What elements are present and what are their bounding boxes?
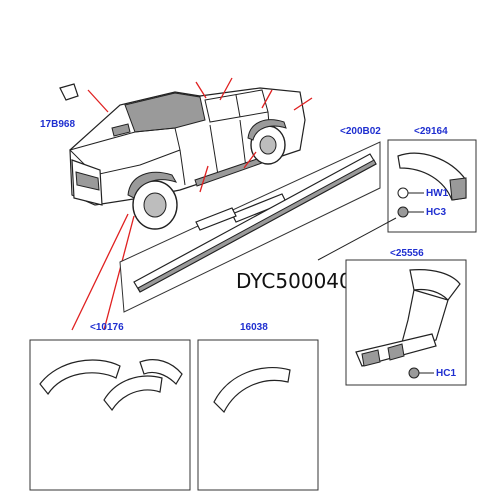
vehicle-illustration	[59, 83, 306, 230]
moulding-panel: <200B02	[119, 126, 381, 313]
connector-line	[317, 217, 397, 261]
callout-hc1: HC1	[436, 368, 456, 379]
callout-arch-rear-top: <29164	[414, 126, 448, 137]
front-arch-panel: <10176	[29, 322, 191, 491]
front-wheel	[127, 171, 178, 230]
hw1-fastener	[397, 187, 424, 199]
arch-bracket-panel: <25556 HC1	[345, 248, 467, 386]
hc3-fastener	[397, 206, 424, 218]
hc1-fastener	[408, 367, 434, 379]
leader-lines	[71, 77, 313, 331]
callout-top-left: 17B968	[40, 119, 75, 130]
bracket-strip	[355, 333, 437, 367]
callout-arch-rear-large: <25556	[390, 248, 424, 259]
callout-hc3: HC3	[426, 207, 446, 218]
callout-hw1: HW1	[426, 188, 449, 199]
callout-arch-front: <10176	[90, 322, 124, 333]
moulding-strip-lower	[133, 153, 377, 293]
center-arch-panel: 16038	[197, 322, 319, 491]
callout-arch-center: 16038	[240, 322, 268, 333]
rear-wheel	[247, 119, 287, 165]
callout-moulding: <200B02	[340, 126, 381, 137]
watermark-text: DYC500040	[236, 269, 352, 293]
arch-extension-panel: <29164 HW1 HC3	[387, 126, 477, 233]
